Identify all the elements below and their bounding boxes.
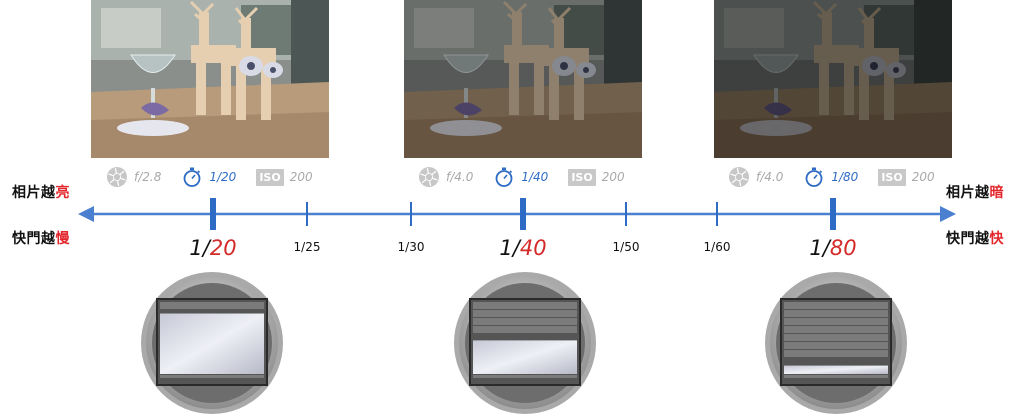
tick-1-60 [716,202,718,226]
tick-label: 1/25 [293,240,321,254]
label-photo-darker: 相片越暗 [946,185,1004,201]
tick-label-den: 20 [209,236,237,260]
shutter-diagram-1-20 [138,270,286,416]
tick-1-40 [520,198,526,230]
photo-1-20 [91,0,329,158]
tick-label-major: 1/80 [809,236,856,260]
tick-label: 1/50 [612,240,640,254]
axis-arrow-left [78,206,94,222]
tick-label-major: 1/40 [499,236,546,260]
aperture-icon [418,166,440,188]
iso-icon: ISO [878,168,906,186]
shutter-diagram-1-80 [762,270,910,416]
tick-1-30 [410,202,412,226]
label-shutter-faster: 快門越快 [946,231,1004,247]
tick-label-num: 1/ [189,236,210,260]
tick-1-20 [210,198,216,230]
shutter-value: 1/80 [831,170,859,184]
tick-label: 1/30 [397,240,425,254]
stopwatch-icon [181,166,203,188]
aperture-icon [728,166,750,188]
tick-label-den: 40 [519,236,547,260]
settings-row-3: f/4.0 1/80 ISO 200 [728,166,955,188]
tick-1-50 [625,202,627,226]
iso-icon: ISO [568,168,596,186]
aperture-value: f/2.8 [134,170,162,184]
iso-icon: ISO [256,168,284,186]
tick-label-num: 1/ [499,236,520,260]
tick-label-num: 1/ [809,236,830,260]
aperture-value: f/4.0 [446,170,474,184]
tick-label-den: 80 [829,236,857,260]
stopwatch-icon [493,166,515,188]
label-photo-brighter: 相片越亮 [12,185,70,201]
axis-arrow-right [940,206,956,222]
shutter-value: 1/40 [521,170,549,184]
photo-1-80 [714,0,952,158]
label-shutter-slower: 快門越慢 [12,231,70,247]
iso-value: 200 [911,170,935,184]
photo-1-40 [404,0,642,158]
tick-1-25 [306,202,308,226]
settings-row-1: f/2.8 1/20 ISO 200 [106,166,333,188]
settings-row-2: f/4.0 1/40 ISO 200 [418,166,645,188]
tick-1-80 [830,198,836,230]
shutter-diagram-1-40 [451,270,599,416]
iso-value: 200 [601,170,625,184]
stopwatch-icon [803,166,825,188]
iso-value: 200 [289,170,313,184]
tick-label: 1/60 [703,240,731,254]
tick-label-major: 1/20 [189,236,236,260]
shutter-value: 1/20 [209,170,237,184]
aperture-icon [106,166,128,188]
aperture-value: f/4.0 [756,170,784,184]
